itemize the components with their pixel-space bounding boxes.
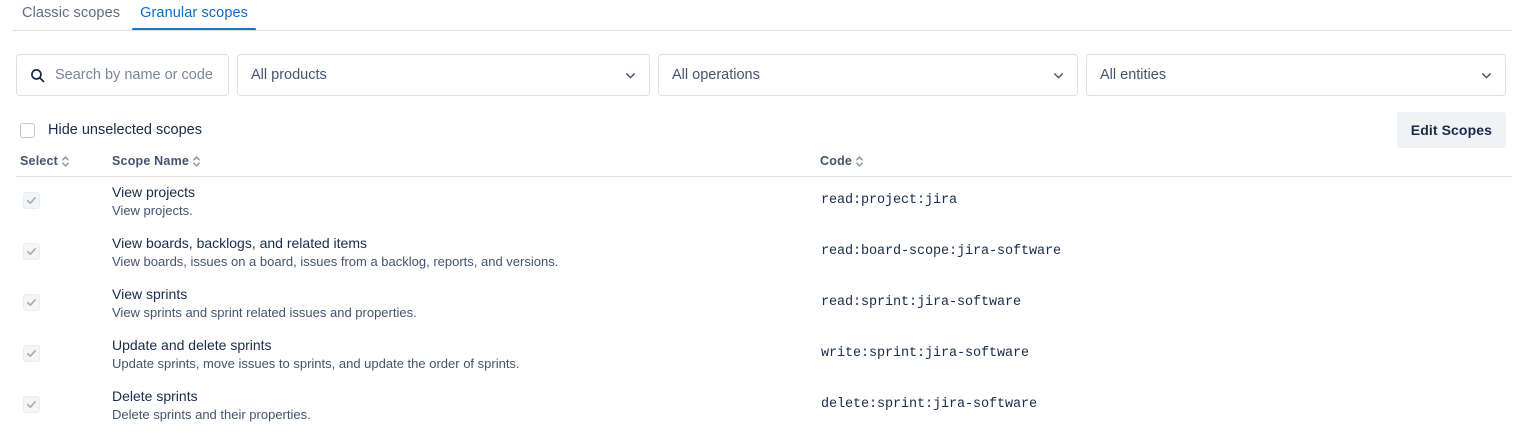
scope-name: Update and delete sprints: [112, 337, 272, 353]
table-row: View projects View projects. read:projec…: [16, 177, 1512, 228]
row-select-cell: [16, 177, 112, 209]
sort-icon: [61, 155, 70, 168]
row-select-cell: [16, 330, 112, 362]
scope-checkbox[interactable]: [23, 345, 40, 362]
table-header-row: Select Scope Name Code: [16, 154, 1512, 177]
scope-code: read:board-scope:jira-software: [821, 244, 1062, 259]
scope-description: Update sprints, move issues to sprints, …: [112, 356, 520, 371]
column-header-select-label: Select: [20, 154, 59, 168]
products-filter-select[interactable]: All products: [237, 54, 650, 96]
row-select-cell: [16, 279, 112, 311]
entities-filter-select[interactable]: All entities: [1086, 54, 1506, 96]
products-filter-value: All products: [251, 67, 327, 83]
filter-bar: All products All operations All entities: [0, 31, 1520, 96]
column-header-scope-name-label: Scope Name: [112, 154, 190, 168]
row-name-cell: View projects View projects.: [112, 177, 817, 219]
column-header-scope-name[interactable]: Scope Name: [112, 154, 817, 168]
tab-granular-scopes[interactable]: Granular scopes: [130, 0, 258, 31]
scope-code: read:project:jira: [821, 193, 958, 208]
table-row: Delete sprints Delete sprints and their …: [16, 381, 1512, 432]
row-select-cell: [16, 228, 112, 260]
scope-checkbox[interactable]: [23, 396, 40, 413]
row-name-cell: View boards, backlogs, and related items…: [112, 228, 817, 270]
operations-filter-value: All operations: [672, 67, 760, 83]
options-row: Hide unselected scopes Edit Scopes: [0, 96, 1520, 148]
scope-description: View boards, issues on a board, issues f…: [112, 254, 559, 269]
chevron-down-icon: [1051, 68, 1065, 82]
scope-checkbox[interactable]: [23, 192, 40, 209]
scope-code: read:sprint:jira-software: [821, 295, 1022, 310]
hide-unselected-label[interactable]: Hide unselected scopes: [48, 122, 202, 138]
chevron-down-icon: [1479, 68, 1493, 82]
scopes-table: Select Scope Name Code: [16, 154, 1512, 432]
search-field[interactable]: [16, 54, 229, 96]
scope-name: View projects: [112, 184, 196, 200]
chevron-down-icon: [623, 68, 637, 82]
sort-icon: [855, 155, 864, 168]
hide-unselected-checkbox[interactable]: [20, 122, 35, 138]
scope-description: Delete sprints and their properties.: [112, 407, 311, 422]
tab-classic-scopes[interactable]: Classic scopes: [22, 5, 121, 21]
table-row: Update and delete sprints Update sprints…: [16, 330, 1512, 381]
scope-description: View projects.: [112, 203, 193, 218]
row-select-cell: [16, 381, 112, 413]
row-name-cell: Delete sprints Delete sprints and their …: [112, 381, 817, 423]
scope-description: View sprints and sprint related issues a…: [112, 305, 417, 320]
column-header-code[interactable]: Code: [817, 154, 1512, 168]
scope-name: View boards, backlogs, and related items: [112, 235, 367, 251]
table-row: View sprints View sprints and sprint rel…: [16, 279, 1512, 330]
scope-name: Delete sprints: [112, 388, 198, 404]
table-body: View projects View projects. read:projec…: [16, 177, 1512, 432]
scope-code: write:sprint:jira-software: [821, 346, 1030, 361]
table-row: View boards, backlogs, and related items…: [16, 228, 1512, 279]
search-input[interactable]: [17, 55, 228, 95]
scope-code: delete:sprint:jira-software: [821, 397, 1038, 412]
column-header-code-label: Code: [820, 154, 853, 168]
search-icon: [28, 66, 46, 84]
sort-icon: [192, 155, 201, 168]
operations-filter-select[interactable]: All operations: [658, 54, 1078, 96]
tab-bar-divider: [12, 30, 1512, 31]
entities-filter-value: All entities: [1100, 67, 1167, 83]
tab-bar: Classic scopes Granular scopes: [0, 0, 1520, 31]
column-header-select[interactable]: Select: [16, 154, 112, 168]
edit-scopes-button[interactable]: Edit Scopes: [1396, 112, 1506, 148]
scope-checkbox[interactable]: [23, 294, 40, 311]
row-name-cell: Update and delete sprints Update sprints…: [112, 330, 817, 372]
scope-checkbox[interactable]: [23, 243, 40, 260]
row-name-cell: View sprints View sprints and sprint rel…: [112, 279, 817, 321]
scope-name: View sprints: [112, 286, 188, 302]
